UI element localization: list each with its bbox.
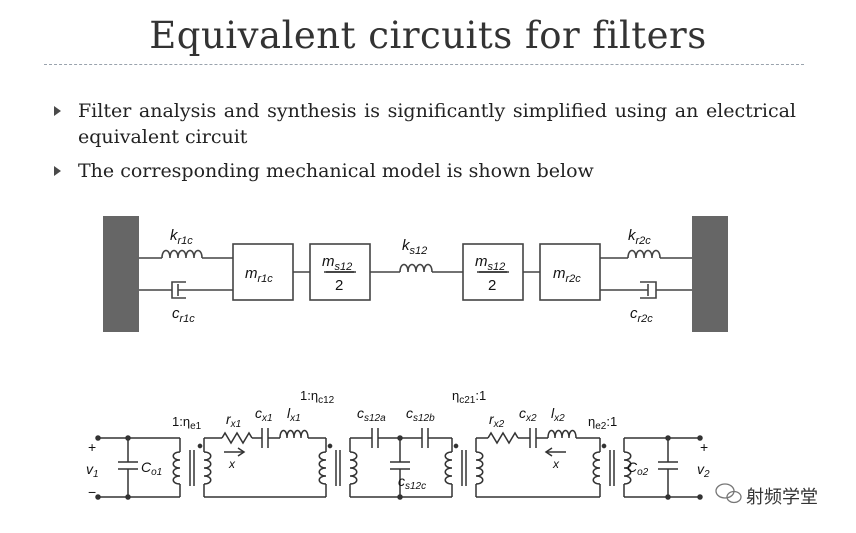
right-wall (692, 216, 728, 332)
label-cx1: cx1 (255, 405, 273, 424)
spring-ks12 (399, 263, 433, 273)
label-ms12-right-den: 2 (488, 277, 496, 294)
label-co2: Co2 (627, 459, 649, 478)
label-xdot-2: x (552, 457, 560, 471)
transformer-3-primary (444, 451, 453, 485)
label-transformer-1: 1:ηe1 (172, 414, 202, 432)
bullet-arrow-icon (54, 106, 61, 116)
transformer-1-secondary (203, 451, 212, 485)
label-transformer-3: ηc21:1 (452, 388, 486, 406)
bullet-arrow-icon (54, 166, 61, 176)
resistor-rx2 (487, 431, 519, 445)
label-kr1c: kr1c (170, 227, 193, 247)
mass-ms12-half-right (462, 243, 524, 301)
label-cs12a: cs12a (357, 405, 386, 424)
transformer-3-secondary (475, 451, 484, 485)
transformer-1-primary (172, 451, 181, 485)
label-ks12: ks12 (402, 237, 427, 257)
label-cs12c: cs12c (398, 473, 426, 492)
label-ms12-left: ms12 (322, 253, 352, 273)
inductor-lx2 (547, 429, 577, 439)
inductor-lx1 (279, 429, 309, 439)
label-kr2c: kr2c (628, 227, 651, 247)
label-lx1: lx1 (287, 405, 301, 424)
label-cx2: cx2 (519, 405, 537, 424)
bullet-text: The corresponding mechanical model is sh… (78, 160, 594, 182)
label-lx2: lx2 (551, 405, 565, 424)
label-cr1c: cr1c (172, 305, 195, 325)
transformer-4-primary (592, 451, 601, 485)
watermark-text: 射频学堂 (746, 487, 818, 508)
spring-kr2c (627, 249, 661, 259)
bullet-text: Filter analysis and synthesis is signifi… (78, 100, 796, 148)
label-mr1c: mr1c (245, 265, 273, 285)
label-transformer-2: 1:ηc12 (300, 388, 335, 406)
label-v1-plus: + (88, 439, 96, 455)
label-v2: v2 (697, 461, 710, 480)
title-divider (44, 64, 804, 65)
label-ms12-left-den: 2 (335, 277, 343, 294)
resistor-rx1 (221, 431, 253, 445)
label-v1: v1 (86, 461, 99, 480)
label-xdot-1: x (228, 457, 236, 471)
transformer-2-primary (318, 451, 327, 485)
bullet-item: Filter analysis and synthesis is signifi… (54, 98, 796, 150)
label-cs12b: cs12b (406, 405, 435, 424)
mass-mr1c (232, 243, 294, 301)
left-wall (103, 216, 139, 332)
label-rx2: rx2 (489, 411, 505, 430)
spring-kr1c (161, 249, 203, 259)
damper-cr2c (640, 281, 657, 299)
label-co1: Co1 (141, 459, 162, 478)
transformer-2-secondary (349, 451, 358, 485)
mass-mr2c (539, 243, 601, 301)
wechat-logo-icon (715, 483, 742, 504)
mass-ms12-half-left (309, 243, 371, 301)
label-ms12-right: ms12 (475, 253, 505, 273)
bullet-item: The corresponding mechanical model is sh… (54, 158, 796, 184)
page-title: Equivalent circuits for filters (149, 14, 707, 57)
damper-cr1c (171, 281, 186, 299)
label-cr2c: cr2c (630, 305, 653, 325)
label-mr2c: mr2c (553, 265, 581, 285)
label-v2-plus: + (700, 439, 708, 455)
label-v1-minus: − (88, 484, 96, 500)
transformer-4-secondary (623, 451, 632, 485)
label-rx1: rx1 (226, 411, 241, 430)
label-transformer-4: ηe2:1 (588, 414, 617, 432)
